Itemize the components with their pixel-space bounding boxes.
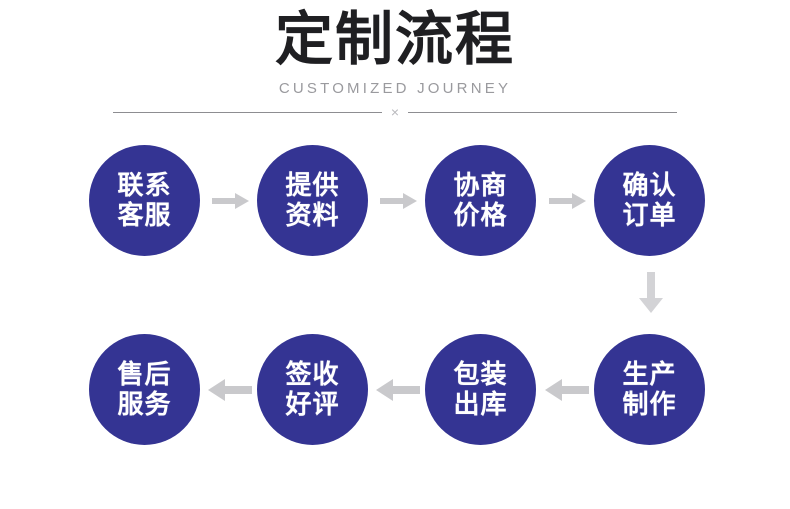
step-label-line2: 价格 <box>453 200 508 231</box>
arrow-right-icon <box>379 189 419 213</box>
step-label-line1: 协商 <box>453 170 508 201</box>
step-label-line1: 签收 <box>285 359 340 390</box>
step-label-line1: 生产 <box>622 359 677 390</box>
flow-step-after-sales-service[interactable]: 售后 服务 <box>89 334 200 445</box>
step-label-line2: 服务 <box>117 389 172 420</box>
flow-row-2: 售后 服务 签收 好评 包装 出库 生产 制作 <box>0 334 790 446</box>
page-subtitle: CUSTOMIZED JOURNEY <box>278 80 512 97</box>
flow-step-receipt-review[interactable]: 签收 好评 <box>257 334 368 445</box>
step-label-line1: 联系 <box>117 170 172 201</box>
arrow-left-icon <box>207 376 253 404</box>
step-label-line1: 售后 <box>117 359 172 390</box>
flow-step-provide-materials[interactable]: 提供 资料 <box>257 145 368 256</box>
divider-line-right <box>408 111 677 113</box>
step-label-line2: 资料 <box>285 200 340 231</box>
header: 定制流程 CUSTOMIZED JOURNEY <box>0 0 790 98</box>
divider-line-left <box>113 111 382 113</box>
flow-step-packing-shipping[interactable]: 包装 出库 <box>425 334 536 445</box>
step-label-line2: 订单 <box>622 200 677 231</box>
arrow-right-icon <box>211 189 251 213</box>
step-label-line1: 确认 <box>622 170 677 201</box>
step-label-line2: 客服 <box>117 200 172 231</box>
step-label-line2: 出库 <box>453 389 508 420</box>
page-title: 定制流程 <box>274 5 515 73</box>
divider-x-mark: × <box>390 104 400 120</box>
arrow-left-icon <box>375 376 421 404</box>
flow-step-contact-service[interactable]: 联系 客服 <box>89 145 200 256</box>
flow-step-production[interactable]: 生产 制作 <box>594 334 705 445</box>
flow-step-confirm-order[interactable]: 确认 订单 <box>594 145 705 256</box>
flow-step-negotiate-price[interactable]: 协商 价格 <box>425 145 536 256</box>
step-label-line1: 包装 <box>453 359 508 390</box>
step-label-line2: 好评 <box>285 389 340 420</box>
arrow-down-icon <box>638 272 664 314</box>
step-label-line2: 制作 <box>622 389 677 420</box>
section-divider: × <box>113 102 677 122</box>
arrow-left-icon <box>544 376 590 404</box>
arrow-right-icon <box>548 189 588 213</box>
step-label-line1: 提供 <box>285 170 340 201</box>
flow-row-1: 联系 客服 提供 资料 协商 价格 确认 订单 <box>0 145 790 257</box>
